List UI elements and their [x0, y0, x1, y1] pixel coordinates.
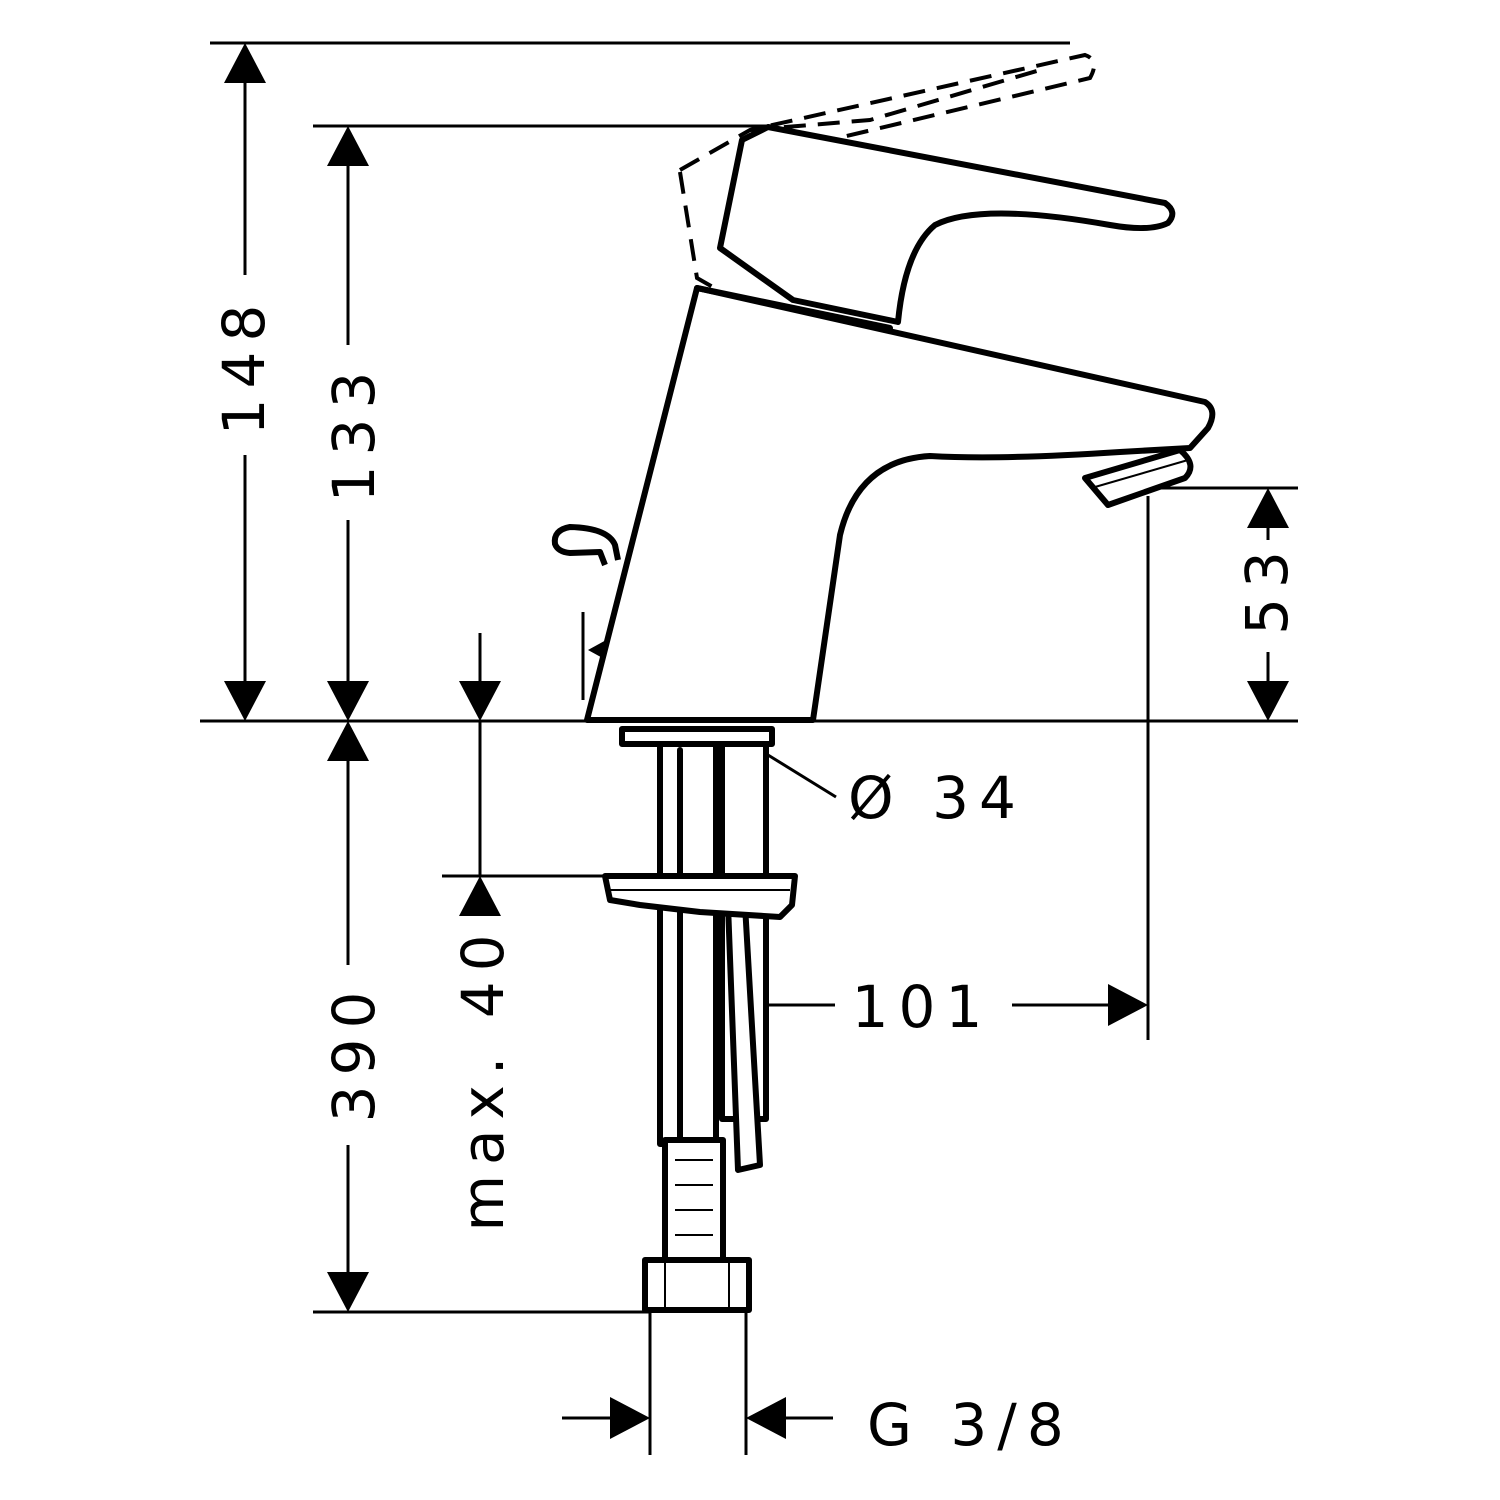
dimension-label-101: 101 [852, 973, 993, 1041]
dimension-label-53: 53 [1233, 541, 1301, 635]
dimension-148: 148 [210, 43, 278, 721]
dimension-53: 53 [1233, 488, 1301, 721]
dimension-g-3-8: G 3/8 [562, 1391, 1074, 1459]
dimension-label-max-40: max. 40 [449, 924, 517, 1231]
dimension-label-133: 133 [320, 362, 388, 503]
dimension-390: 390 [320, 721, 388, 1312]
dimension-label-390: 390 [320, 982, 388, 1123]
dimension-133: 133 [320, 126, 388, 721]
dimension-label-148: 148 [210, 295, 278, 436]
dimension-label-diameter-34: Ø 34 [848, 764, 1026, 832]
dimension-max-40: max. 40 [449, 633, 517, 1232]
dimension-diameter-34: Ø 34 [767, 753, 1026, 832]
faucet-body-drawing [551, 52, 1216, 1313]
dimension-101: 101 [700, 973, 1148, 1041]
dimension-label-g-3-8: G 3/8 [867, 1391, 1074, 1459]
